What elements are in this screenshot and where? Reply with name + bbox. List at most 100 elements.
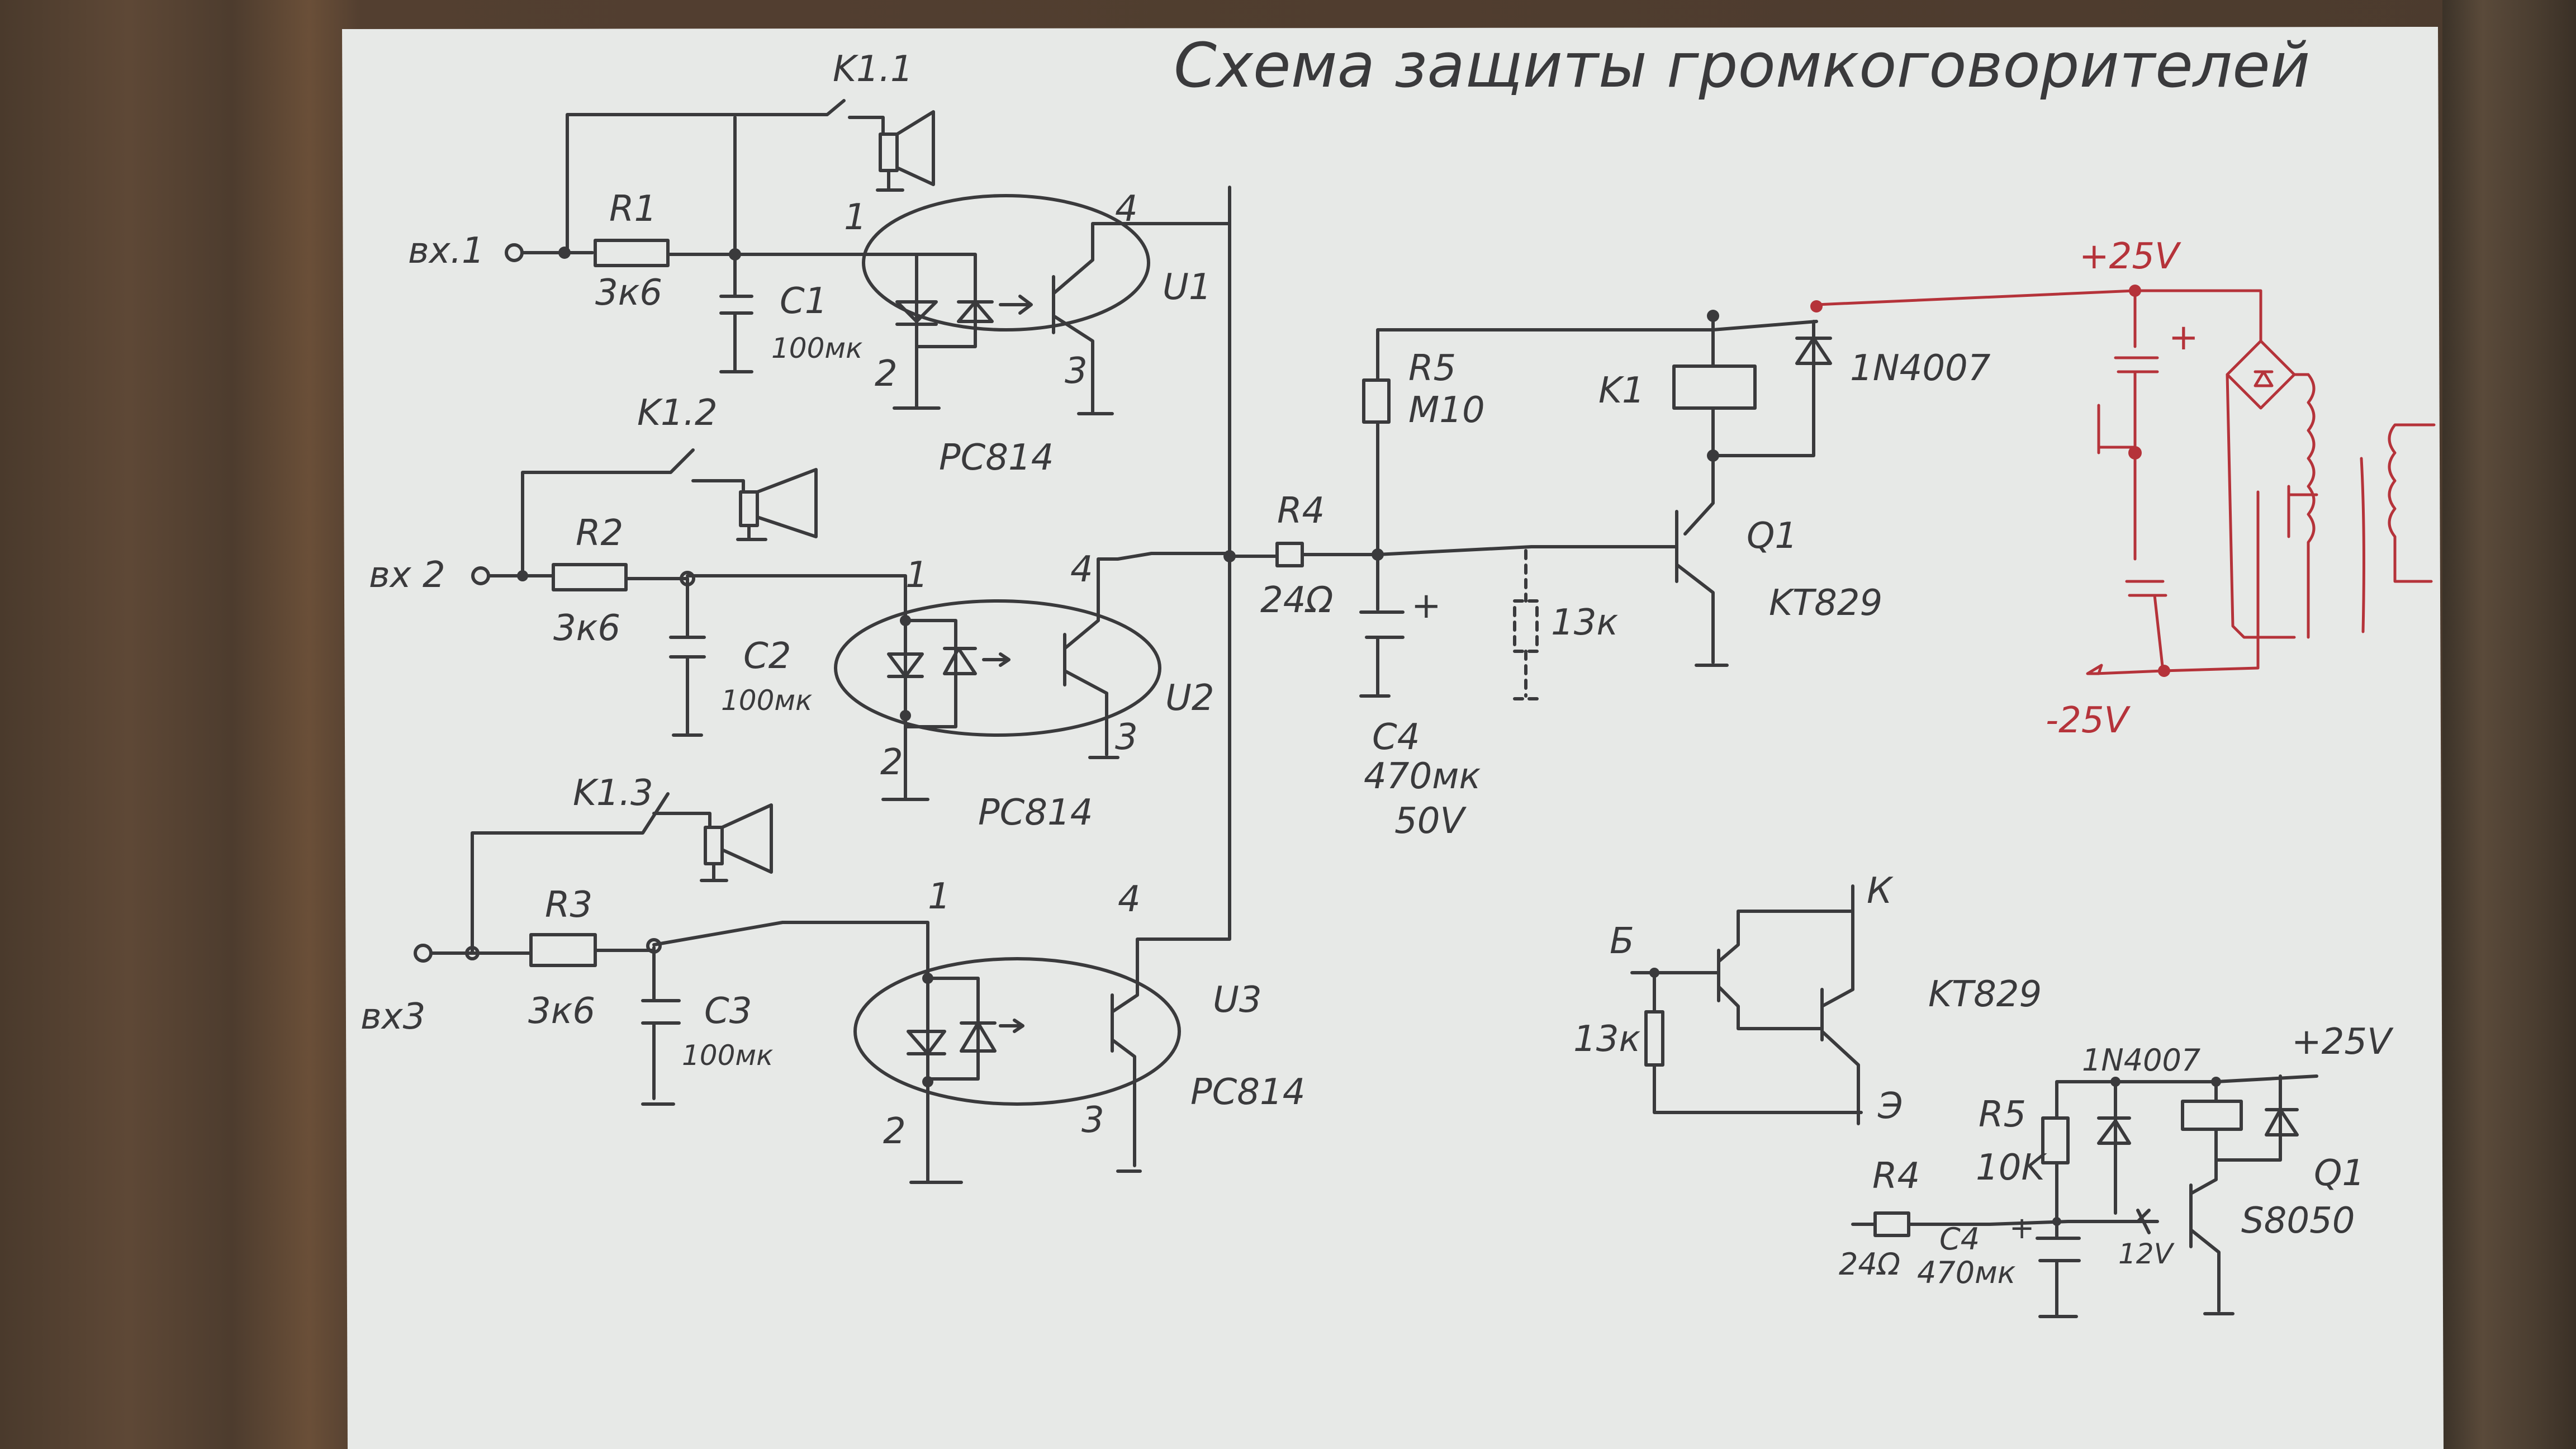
collector-pin-label: К — [1867, 870, 1894, 912]
channel-3: вх3 K1.3 R3 3к6 C3 100мк 1 2 3 4 U3 PC81… — [360, 557, 1305, 1184]
u2-pin-4: 4 — [1070, 549, 1093, 590]
optional-resistor-wire — [1513, 549, 1544, 700]
relay-contact-wire-1 — [520, 99, 885, 254]
u3-ref: U3 — [1213, 979, 1262, 1021]
capacitor-value-3: 100мк — [682, 1039, 773, 1072]
alt-driver-wires — [1851, 1074, 2318, 1318]
c2-wire — [624, 574, 907, 737]
optocoupler-u2 — [834, 599, 1161, 737]
u3-pin-4: 4 — [1118, 879, 1141, 920]
c3-wire — [594, 921, 929, 1106]
transformer-secondary-icon — [2226, 373, 2318, 639]
input-label-1: вх.1 — [408, 230, 485, 272]
positive-rail-label: +25V — [2079, 236, 2181, 277]
u2-ref: U2 — [1165, 678, 1215, 719]
u2-pin-2: 2 — [880, 742, 903, 783]
c1-wire — [666, 116, 851, 373]
alt-r4-ref: R4 — [1872, 1156, 1920, 1197]
k1-q1-wires — [1675, 314, 1815, 667]
capacitor-ref-2: C2 — [743, 636, 791, 677]
alt-resistor-r4 — [1873, 1211, 1910, 1237]
input-label-3: вх3 — [360, 996, 425, 1038]
u2-internals — [881, 552, 1231, 801]
q1-ref: Q1 — [1747, 515, 1797, 557]
alt-zener-label: 12V — [2118, 1238, 2175, 1270]
u1-pin-1: 1 — [844, 197, 867, 238]
u1-pin-2: 2 — [875, 353, 898, 395]
relay-contact-label-3: K1.3 — [573, 773, 653, 814]
emitter-pin-label: Э — [1877, 1086, 1903, 1127]
optocoupler-u3 — [853, 957, 1181, 1106]
driver-wires — [1301, 320, 1818, 698]
resistor-value-1: 3к6 — [595, 272, 662, 314]
input-label-2: вх 2 — [369, 555, 445, 596]
c4-value: 470мк — [1364, 756, 1481, 797]
alt-relay-driver: R4 24Ω C4 470мк + R5 10K 1N4007 12V +25V… — [1839, 1021, 2394, 1318]
schematic-title: Схема защиты громкоговорителей — [1174, 30, 2310, 101]
u2-pin-3: 3 — [1115, 717, 1138, 758]
transformer-primary-icon — [2388, 423, 2436, 583]
u3-pin-3: 3 — [1081, 1100, 1104, 1141]
channel-1: вх.1 K1.1 R1 3к6 C1 100мк 1 2 3 4 U1 PC8… — [408, 49, 1231, 561]
u1-part: PC814 — [939, 437, 1054, 479]
paper-sheet — [342, 27, 2444, 1449]
r4-ref: R4 — [1277, 490, 1325, 532]
optional-resistor-value: 13к — [1551, 602, 1618, 643]
psu-cap-polarity: + — [2169, 317, 2199, 358]
alt-supply-label: +25V — [2292, 1021, 2394, 1063]
u2-part: PC814 — [978, 792, 1093, 834]
flyback-diode-icon — [1795, 337, 1832, 365]
relay-ref: K1 — [1598, 370, 1645, 411]
capacitor-value-2: 100мк — [721, 684, 812, 717]
relay-contact-label-2: K1.2 — [637, 392, 718, 434]
r5-value: M10 — [1408, 390, 1485, 431]
speaker-icon-2 — [736, 468, 818, 541]
u3-pin-2: 2 — [883, 1111, 906, 1152]
u3-part: PC814 — [1190, 1072, 1305, 1113]
relay-driver: R4 24Ω R5 M10 + C4 470мк 50V 13к K1 1N40… — [1228, 186, 1991, 842]
r4-value: 24Ω — [1260, 580, 1333, 621]
kt829-resistor-value: 13к — [1573, 1019, 1640, 1060]
channel-2: вх 2 K1.2 R2 3к6 C2 100мк 1 2 3 4 U2 PC8… — [369, 392, 1236, 834]
c4-ref: C4 — [1372, 717, 1420, 758]
speaker-icon-3 — [700, 803, 773, 882]
alt-c4-value: 470мк — [1917, 1255, 2016, 1290]
base-pin-label: Б — [1610, 921, 1634, 962]
u1-internals — [848, 222, 1231, 561]
capacitor-value-1: 100мк — [771, 332, 862, 364]
speaker-icon-1 — [876, 110, 935, 192]
u3-internals — [907, 557, 1231, 1184]
kt829-pinout-detail: Б К Э 13к KT829 — [1573, 870, 2042, 1127]
negative-rail-label: -25V — [2046, 700, 2131, 741]
resistor-r5 — [1362, 378, 1391, 424]
alt-q1-ref: Q1 — [2314, 1153, 2365, 1194]
alt-r5-value: 10K — [1976, 1147, 2047, 1188]
alt-q1-part: S8050 — [2241, 1200, 2355, 1242]
u3-pin-1: 1 — [928, 876, 951, 917]
darlington-wires — [1630, 884, 1863, 1125]
alt-relay-coil — [2181, 1100, 2243, 1131]
collector-bus — [1228, 186, 1279, 561]
alt-diode-label: 1N4007 — [2082, 1043, 2200, 1078]
alt-r5-ref: R5 — [1979, 1094, 2026, 1135]
alt-resistor-r5 — [2041, 1116, 2070, 1164]
c4-polarity: + — [1411, 585, 1441, 627]
relay-contact-wire-3 — [429, 792, 711, 955]
optional-resistor — [1513, 599, 1539, 653]
minus-arrow-icon — [2086, 664, 2103, 675]
u1-ref: U1 — [1163, 267, 1212, 308]
capacitor-ref-1: C1 — [780, 281, 827, 322]
alt-r4-value: 24Ω — [1839, 1247, 1900, 1282]
optocoupler-u1 — [862, 194, 1150, 332]
transformer-core-icon — [2360, 457, 2365, 633]
alt-c4-polarity: + — [2009, 1210, 2034, 1246]
resistor-value-3: 3к6 — [528, 991, 595, 1032]
resistor-ref-2: R2 — [576, 513, 623, 554]
capacitor-ref-3: C3 — [704, 991, 752, 1032]
c4-voltage: 50V — [1394, 801, 1467, 842]
alt-c4-ref: C4 — [1939, 1221, 1980, 1257]
relay-contact-label-1: K1.1 — [833, 49, 913, 90]
resistor-ref-3: R3 — [545, 884, 592, 926]
kt829-detail-part: KT829 — [1928, 974, 2042, 1015]
